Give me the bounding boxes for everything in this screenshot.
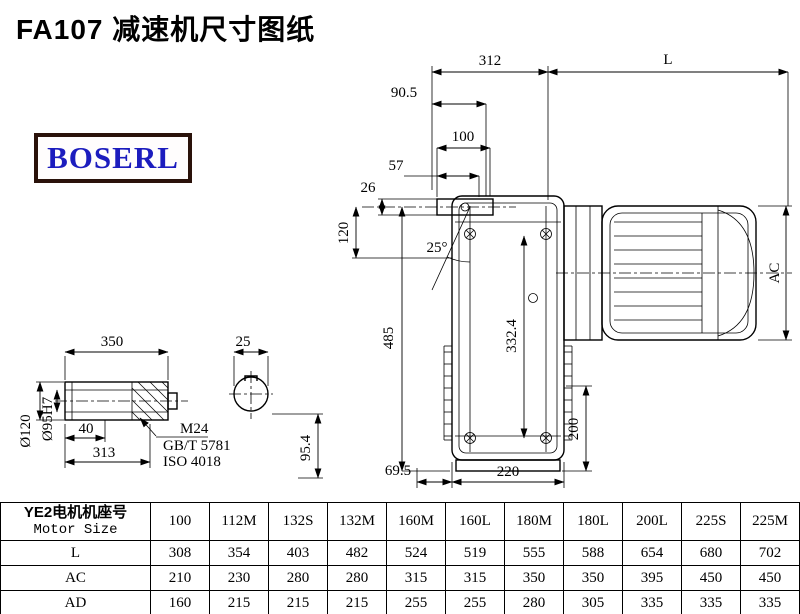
dim-L: L: [663, 52, 672, 68]
hollow-shaft-detail: [36, 348, 208, 468]
table-row-AC: AC 210 230 280 280 315 315 350 350 395 4…: [0, 565, 800, 591]
shaft-cross-section: [229, 348, 323, 479]
table-cell: 280: [268, 565, 328, 591]
table-cell: 450: [740, 565, 800, 591]
table-cell: 215: [327, 590, 387, 614]
row-label-AD: AD: [0, 590, 151, 614]
table-cell: 403: [268, 540, 328, 566]
table-cell: 308: [150, 540, 210, 566]
table-row-AD: AD 160 215 215 215 255 255 280 305 335 3…: [0, 590, 800, 614]
left-ribs: [443, 345, 452, 441]
table-cell: 354: [209, 540, 269, 566]
column-header: 225S: [681, 502, 741, 541]
table-cell: 215: [268, 590, 328, 614]
motor-fins: [614, 221, 702, 321]
dim-485: 485: [381, 327, 397, 350]
dim-100: 100: [452, 129, 475, 145]
dim-angle-25deg: 25°: [427, 240, 448, 256]
corner-bolt-holes: [464, 228, 552, 444]
motor-size-table: YE2电机机座号 Motor Size 100 112M 132S 132M 1…: [0, 502, 800, 614]
table-cell: 230: [209, 565, 269, 591]
table-cell: 519: [445, 540, 505, 566]
dim-AC: AC: [767, 263, 783, 284]
column-header: 160M: [386, 502, 446, 541]
section-hatch: [131, 381, 169, 421]
table-cell: 315: [386, 565, 446, 591]
table-cell: 350: [504, 565, 564, 591]
column-header: 132S: [268, 502, 328, 541]
table-cell: 160: [150, 590, 210, 614]
dim-40: 40: [79, 421, 94, 437]
table-cell: 588: [563, 540, 623, 566]
dimension-lines-main: [352, 66, 792, 488]
table-cell: 255: [445, 590, 505, 614]
table-cell: 215: [209, 590, 269, 614]
table-cell: 335: [622, 590, 682, 614]
table-cell: 395: [622, 565, 682, 591]
table-cell: 680: [681, 540, 741, 566]
motor: [556, 205, 792, 341]
column-header: 100: [150, 502, 210, 541]
table-cell: 305: [563, 590, 623, 614]
right-ribs: [564, 345, 573, 441]
table-cell: 702: [740, 540, 800, 566]
dim-26: 26: [361, 180, 377, 196]
table-header-row: YE2电机机座号 Motor Size 100 112M 132S 132M 1…: [0, 502, 800, 541]
dim-57: 57: [389, 158, 405, 174]
row-label-L: L: [0, 540, 151, 566]
label-gb-standard: GB/T 5781: [163, 438, 231, 454]
table-cell: 210: [150, 565, 210, 591]
dim-120: 120: [336, 222, 352, 245]
boserl-logo: BOSERL: [34, 133, 192, 183]
dim-69-5: 69.5: [385, 463, 411, 479]
oil-plug: [528, 293, 538, 303]
column-header: 180M: [504, 502, 564, 541]
table-cell: 654: [622, 540, 682, 566]
dim-dia95h7: Ø95H7: [40, 396, 56, 441]
label-m24-thread: M24: [180, 421, 209, 437]
table-cell: 335: [681, 590, 741, 614]
column-header: 132M: [327, 502, 387, 541]
page-title: FA107 减速机尺寸图纸: [16, 14, 316, 45]
label-iso-standard: ISO 4018: [163, 454, 221, 470]
dim-312: 312: [479, 53, 502, 69]
table-cell: 335: [740, 590, 800, 614]
table-cell: 482: [327, 540, 387, 566]
dim-25: 25: [236, 334, 251, 350]
gearbox-housing: [362, 195, 573, 472]
dim-220: 220: [497, 464, 520, 480]
column-header: 200L: [622, 502, 682, 541]
column-header: 180L: [563, 502, 623, 541]
motor-size-label-cn: YE2电机机座号: [23, 504, 128, 521]
table-cell: 555: [504, 540, 564, 566]
table-cell: 255: [386, 590, 446, 614]
table-cell: 450: [681, 565, 741, 591]
dim-90-5: 90.5: [391, 85, 417, 101]
column-header: 225M: [740, 502, 800, 541]
table-cell: 315: [445, 565, 505, 591]
table-cell: 280: [327, 565, 387, 591]
motor-size-label-en: Motor Size: [33, 522, 118, 538]
boserl-logo-text: BOSERL: [47, 140, 179, 175]
column-header: 160L: [445, 502, 505, 541]
row-label-AC: AC: [0, 565, 151, 591]
dim-332-4: 332.4: [504, 319, 520, 353]
dim-dia120: Ø120: [18, 414, 34, 447]
dim-95-4: 95.4: [298, 434, 314, 461]
dim-313: 313: [93, 445, 116, 461]
table-row-L: L 308 354 403 482 524 519 555 588 654 68…: [0, 540, 800, 566]
table-cell: 280: [504, 590, 564, 614]
dim-350: 350: [101, 334, 124, 350]
dimension-drawing: 312 L 90.5 100 57 26 120 25° 485 332.4 A…: [18, 52, 792, 488]
table-header-motor-size: YE2电机机座号 Motor Size: [0, 502, 151, 541]
base-plate: [455, 459, 561, 472]
table-cell: 524: [386, 540, 446, 566]
dim-200: 200: [566, 418, 582, 441]
column-header: 112M: [209, 502, 269, 541]
table-cell: 350: [563, 565, 623, 591]
